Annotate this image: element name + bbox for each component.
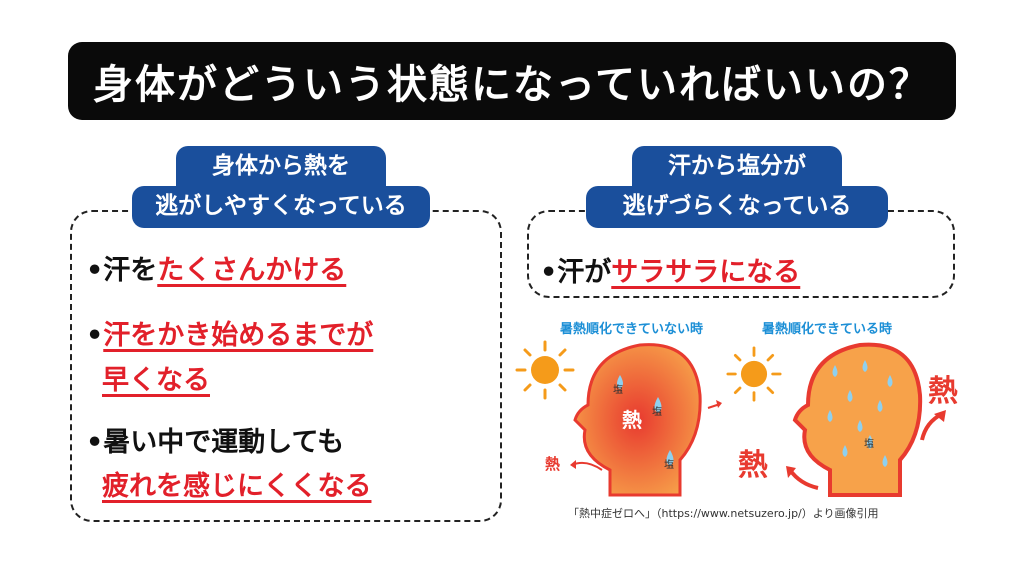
right-item-1: •汗がサラサラになる	[540, 257, 801, 288]
arrow-icon	[570, 460, 603, 471]
left-header-bottom: 逃がしやすくなっている	[132, 186, 430, 228]
head-acclimatized: 塩	[792, 342, 923, 497]
left-item-3-cont: 疲れを感じにくくなる	[102, 471, 372, 502]
right-header-top: 汗から塩分が	[632, 146, 842, 186]
left-item-2: •汗をかき始めるまでが	[86, 320, 374, 351]
heat-label-small: 熱	[545, 455, 561, 473]
left-item-1: •汗をたくさんかける	[86, 255, 347, 286]
left-header-top: 身体から熱を	[176, 146, 386, 186]
caption-not-acclimatized: 暑熱順化できていない時	[560, 322, 704, 337]
caption-acclimatized: 暑熱順化できている時	[762, 322, 893, 337]
heat-label-large: 熱	[738, 448, 768, 483]
salt-label: 塩	[664, 458, 674, 471]
title-bar: 身体がどういう状態になっていればいいの？	[68, 42, 956, 120]
sun-icon	[515, 340, 575, 400]
heat-label-large: 熱	[928, 374, 958, 409]
salt-label: 塩	[652, 405, 662, 418]
heat-label: 熱	[622, 408, 642, 432]
page-title: 身体がどういう状態になっていればいいの？	[93, 62, 931, 108]
arrow-icon	[920, 410, 946, 441]
salt-label: 塩	[613, 383, 623, 396]
arrow-icon	[786, 466, 819, 490]
left-item-2-cont: 早くなる	[102, 365, 210, 396]
right-header-bottom: 逃げづらくなっている	[586, 186, 888, 228]
head-not-acclimatized: 塩 塩 塩 熱	[573, 343, 702, 497]
sun-icon	[726, 346, 782, 402]
salt-label: 塩	[864, 437, 874, 450]
arrow-icon	[707, 400, 722, 409]
left-item-3: •暑い中で運動しても	[86, 427, 345, 458]
image-credit: 「熱中症ゼロへ」（https://www.netsuzero.jp/）より画像引…	[568, 507, 879, 520]
